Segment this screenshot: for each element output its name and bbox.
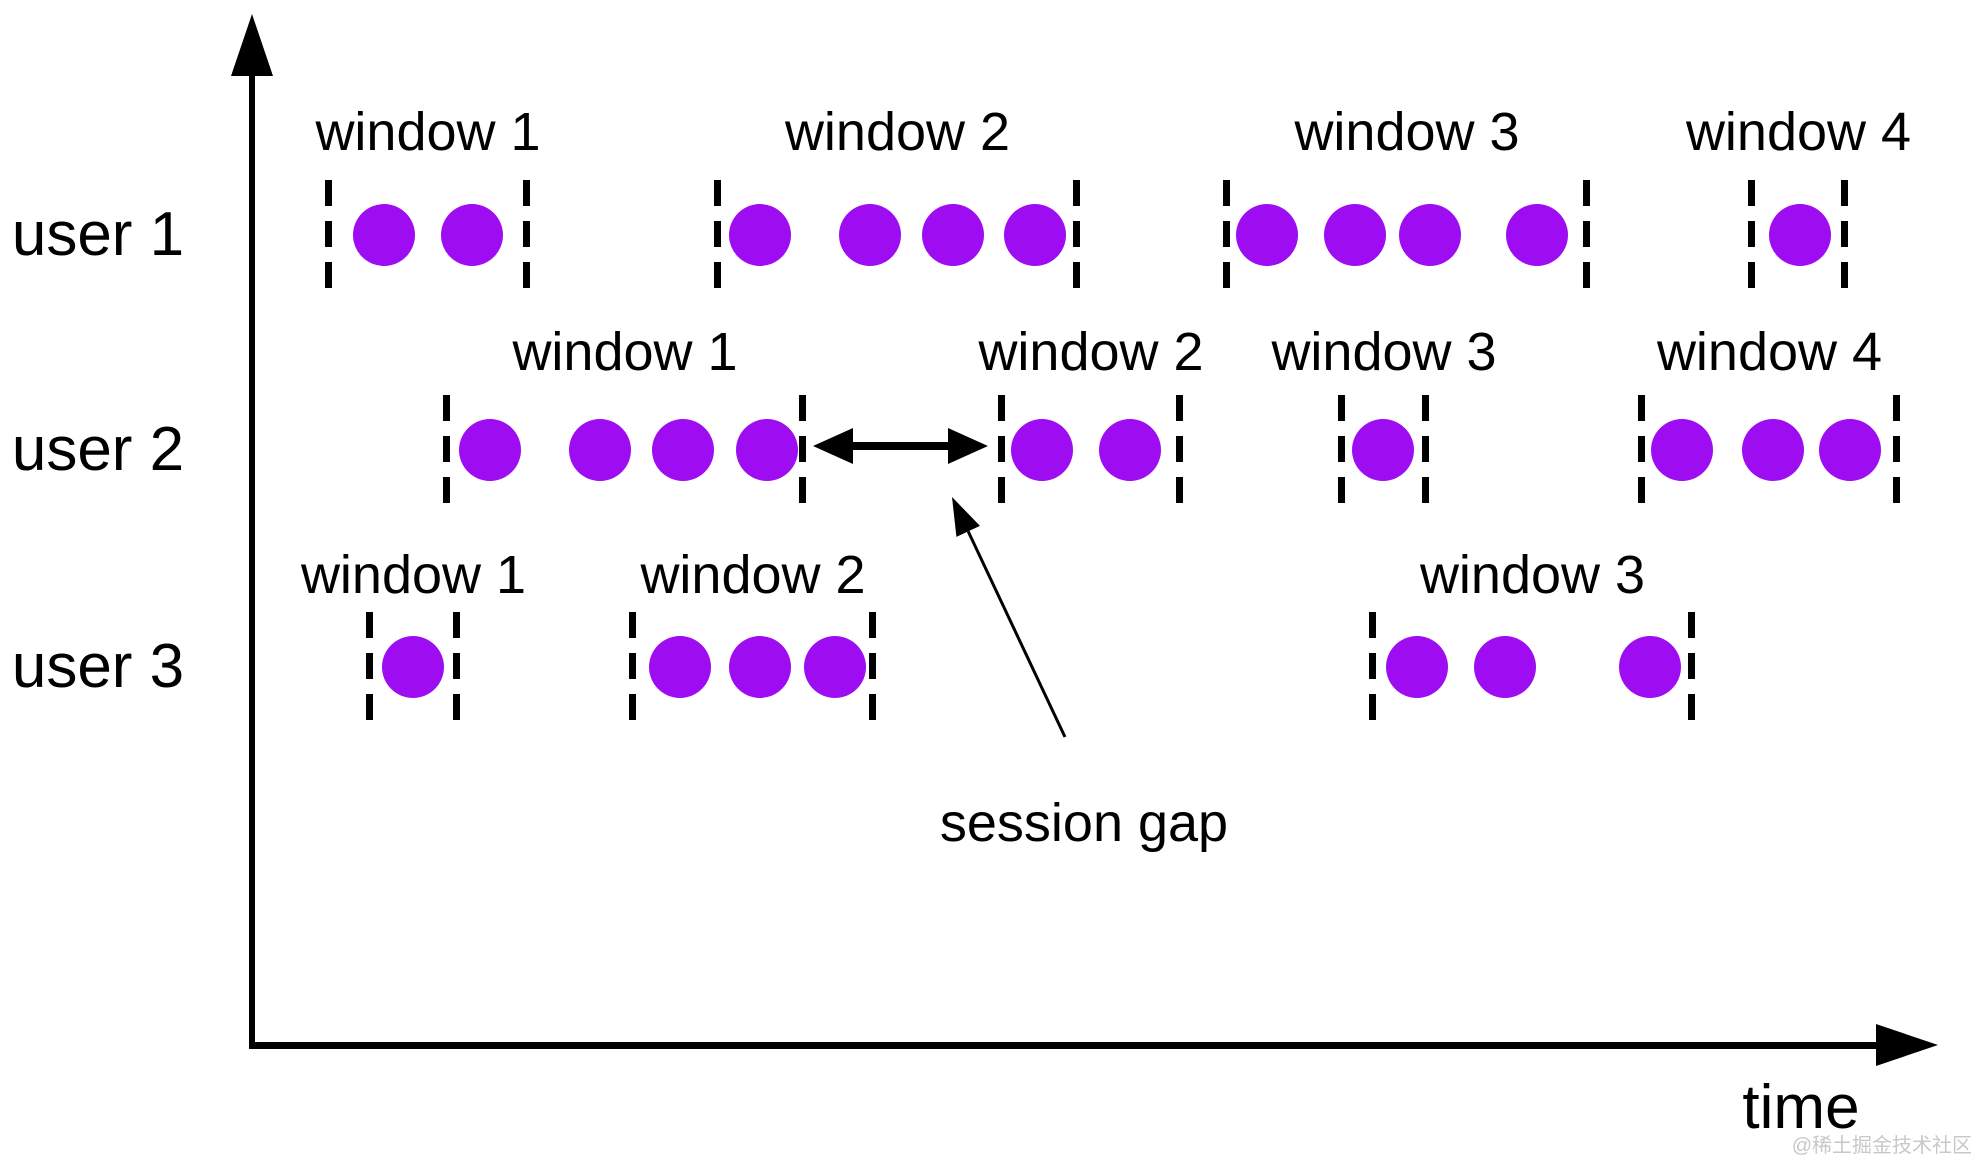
event-dot: [1011, 419, 1073, 481]
event-dot: [441, 204, 503, 266]
event-dot: [382, 636, 444, 698]
event-dot: [1619, 636, 1681, 698]
event-dot: [1386, 636, 1448, 698]
event-dot: [652, 419, 714, 481]
x-axis: [249, 1042, 1889, 1049]
event-dot: [1099, 419, 1161, 481]
user-row-label: user 3: [11, 632, 185, 701]
window-label: window 2: [640, 545, 866, 605]
window-start-boundary: [1338, 395, 1345, 503]
window-label: window 2: [978, 322, 1204, 382]
window-end-boundary: [1583, 180, 1590, 288]
window-end-boundary: [1422, 395, 1429, 503]
event-dot: [1819, 419, 1881, 481]
event-dot: [1769, 204, 1831, 266]
event-dot: [569, 419, 631, 481]
window-start-boundary: [1638, 395, 1645, 503]
event-dot: [1742, 419, 1804, 481]
window-start-boundary: [1369, 612, 1376, 720]
window-start-boundary: [1748, 180, 1755, 288]
event-dot: [839, 204, 901, 266]
event-dot: [729, 204, 791, 266]
event-dot: [804, 636, 866, 698]
event-dot: [736, 419, 798, 481]
event-dot: [1474, 636, 1536, 698]
x-axis-arrowhead: [1876, 1024, 1938, 1066]
window-end-boundary: [1893, 395, 1900, 503]
event-dot: [922, 204, 984, 266]
event-dot: [1506, 204, 1568, 266]
window-label: window 4: [1656, 322, 1883, 382]
y-axis: [249, 60, 255, 1049]
event-dot: [1236, 204, 1298, 266]
event-dot: [649, 636, 711, 698]
window-end-boundary: [869, 612, 876, 720]
window-end-boundary: [1688, 612, 1695, 720]
window-end-boundary: [1073, 180, 1080, 288]
session-gap-label: session gap: [939, 793, 1229, 853]
session-gap-arrow-left-head: [813, 428, 853, 464]
event-dot: [353, 204, 415, 266]
session-gap-arrow-right-head: [948, 428, 988, 464]
window-label: window 2: [784, 102, 1011, 162]
user-row-label: user 1: [11, 200, 185, 269]
window-end-boundary: [1176, 395, 1183, 503]
window-label: window 3: [1419, 545, 1646, 605]
event-dot: [1399, 204, 1461, 266]
event-dot: [1004, 204, 1066, 266]
window-label: window 1: [512, 322, 738, 382]
event-dot: [459, 419, 521, 481]
event-dot: [1352, 419, 1414, 481]
user-row-label: user 2: [11, 415, 185, 484]
window-label: window 4: [1685, 102, 1912, 162]
window-start-boundary: [629, 612, 636, 720]
window-start-boundary: [366, 612, 373, 720]
window-start-boundary: [998, 395, 1005, 503]
event-dot: [1324, 204, 1386, 266]
window-label: window 3: [1294, 102, 1520, 162]
window-end-boundary: [453, 612, 460, 720]
window-label: window 3: [1271, 322, 1497, 382]
window-start-boundary: [443, 395, 450, 503]
session-gap-double-arrow: [851, 442, 950, 450]
window-start-boundary: [1223, 180, 1230, 288]
event-dot: [729, 636, 791, 698]
window-end-boundary: [799, 395, 806, 503]
window-end-boundary: [1841, 180, 1848, 288]
event-dot: [1651, 419, 1713, 481]
time-axis-label: time: [1742, 1073, 1860, 1142]
window-label: window 1: [300, 545, 527, 605]
window-start-boundary: [325, 180, 332, 288]
window-end-boundary: [523, 180, 530, 288]
window-label: window 1: [315, 102, 541, 162]
window-start-boundary: [714, 180, 721, 288]
watermark: @稀土掘金技术社区: [1791, 1135, 1972, 1157]
